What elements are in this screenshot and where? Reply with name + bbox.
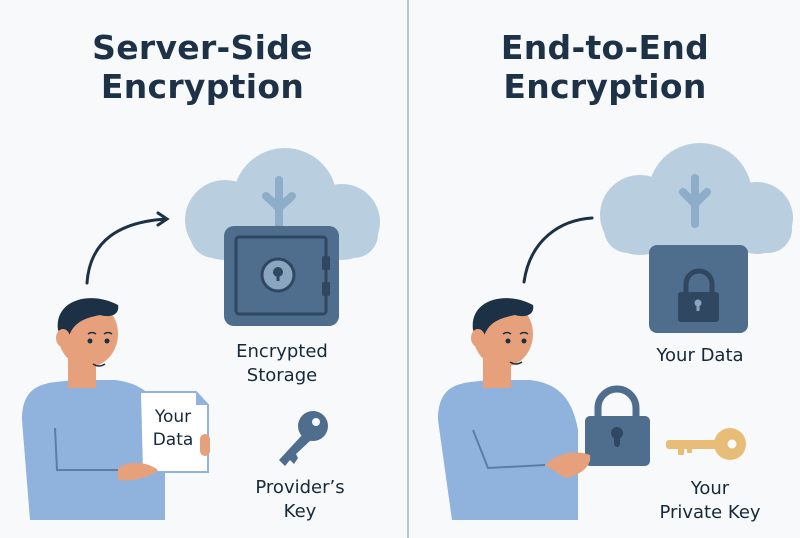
safe-icon: [224, 226, 339, 326]
left-title-line1: Server-Side: [92, 28, 313, 67]
hand-icon: [118, 462, 158, 481]
provider-key-icon: [279, 411, 328, 466]
panel-divider: [407, 0, 409, 538]
label-line: Storage: [246, 365, 318, 386]
lock-box-icon: [649, 245, 748, 333]
label-line: Private Key: [659, 502, 761, 523]
network-branch-icon: [262, 176, 296, 232]
document-label: Your Data: [140, 406, 206, 452]
right-title-line1: End-to-End: [500, 28, 710, 67]
encrypted-storage-label: Encrypted Storage: [200, 340, 364, 388]
upload-arrow-icon: [85, 211, 170, 285]
hand-icon: [545, 452, 591, 478]
left-title: Server-Side Encryption: [0, 28, 405, 106]
right-title-line2: Encryption: [503, 67, 707, 106]
padlock-icon: [585, 385, 650, 466]
label-line: Your: [690, 478, 730, 499]
private-key-label: Your Private Key: [640, 477, 780, 525]
provider-key-label: Provider’s Key: [230, 476, 370, 524]
your-data-label: Your Data: [620, 344, 780, 368]
person-right-icon: [438, 298, 578, 520]
label-line: Your Data: [656, 345, 744, 366]
person-left-icon: [22, 298, 165, 520]
hand-icon: [200, 434, 210, 456]
label-line: Your: [154, 407, 192, 427]
left-title-line2: Encryption: [100, 67, 305, 106]
private-key-icon: [666, 428, 746, 460]
label-line: Key: [283, 501, 317, 522]
arc-icon: [522, 216, 594, 284]
network-branch-icon: [679, 174, 711, 228]
label-line: Provider’s: [255, 477, 345, 498]
label-line: Encrypted: [236, 341, 328, 362]
right-title: End-to-End Encryption: [410, 28, 800, 106]
label-line: Data: [152, 430, 194, 450]
